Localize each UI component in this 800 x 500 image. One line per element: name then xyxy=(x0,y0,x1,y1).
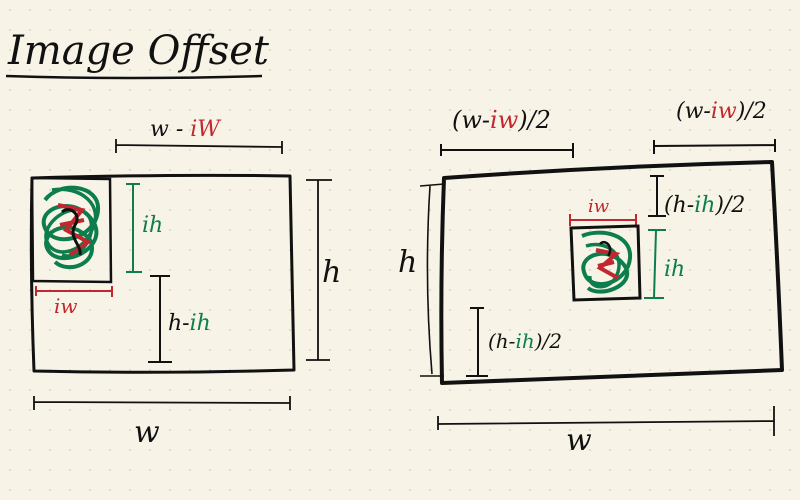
left-outer-height-label: h xyxy=(322,255,341,290)
left-image-width-label: iw xyxy=(54,294,78,318)
right-outer-width-dimension xyxy=(437,406,775,436)
right-image-width-label: iw xyxy=(588,196,610,217)
right-bottom-vertical-offset-dimension xyxy=(466,307,488,377)
left-image-scribble xyxy=(41,185,100,270)
right-image-height-label: ih xyxy=(664,257,685,282)
right-top-left-offset-label: (w-iw)/2 xyxy=(452,106,551,134)
left-offset-height-label: h-ih xyxy=(168,311,211,336)
left-top-width-label: w - iW xyxy=(150,117,222,142)
left-outer-height-dimension xyxy=(306,179,332,361)
right-top-vertical-offset-dimension xyxy=(648,175,666,217)
right-image-frame xyxy=(569,224,642,302)
left-image-frame xyxy=(30,176,113,284)
right-outer-rectangle xyxy=(439,160,784,385)
right-top-left-dimension-line xyxy=(440,143,574,158)
right-image-scribble xyxy=(581,230,633,294)
right-outer-height-dimension xyxy=(419,183,445,377)
right-top-right-offset-label: (w-iw)/2 xyxy=(676,99,767,124)
left-outer-width-dimension xyxy=(33,396,291,410)
title-underline xyxy=(5,74,263,80)
left-diagram: w - iW ih iw h-ih h w xyxy=(29,117,341,450)
right-diagram: (w-iw)/2 (w-iw)/2 h (h-ih)/2 iw xyxy=(398,99,784,458)
right-outer-height-label: h xyxy=(398,245,417,280)
left-image-width-dimension xyxy=(35,286,113,297)
right-outer-width-label: w xyxy=(566,423,592,458)
right-top-vertical-offset-label: (h-ih)/2 xyxy=(664,193,745,218)
right-bottom-vertical-offset-label: (h-ih)/2 xyxy=(488,329,562,353)
right-top-right-dimension-line xyxy=(653,139,776,154)
right-image-height-dimension xyxy=(644,229,666,299)
left-image-height-dimension xyxy=(126,183,142,273)
left-outer-width-label: w xyxy=(134,415,160,450)
left-outer-rectangle xyxy=(29,173,296,374)
page-title: Image Offset xyxy=(7,28,270,74)
left-top-dimension-line xyxy=(115,139,283,154)
left-offset-height-dimension xyxy=(148,275,172,363)
left-image-height-label: ih xyxy=(142,213,163,238)
